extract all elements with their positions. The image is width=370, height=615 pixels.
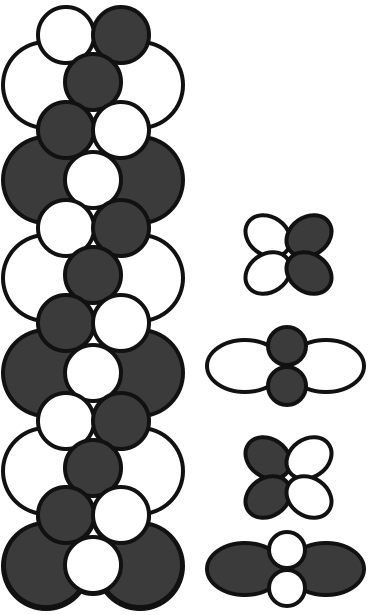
- small-balloon: [38, 102, 94, 158]
- center-balloon: [269, 532, 305, 568]
- side-motifs: [207, 207, 364, 606]
- four-petal-motif: [237, 429, 339, 527]
- small-balloon: [93, 295, 149, 351]
- small-balloon: [38, 295, 94, 351]
- four-petal-motif: [237, 207, 339, 303]
- small-balloon: [93, 487, 149, 543]
- center-balloon: [269, 570, 305, 606]
- center-balloon: [268, 367, 306, 405]
- small-balloon: [65, 537, 121, 593]
- small-balloon: [38, 487, 94, 543]
- small-balloon: [93, 102, 149, 158]
- double-lobe-motif: [207, 532, 364, 606]
- double-lobe-motif: [207, 327, 364, 405]
- balloon-column: [3, 7, 183, 609]
- center-balloon: [268, 327, 306, 365]
- petal: [278, 468, 339, 527]
